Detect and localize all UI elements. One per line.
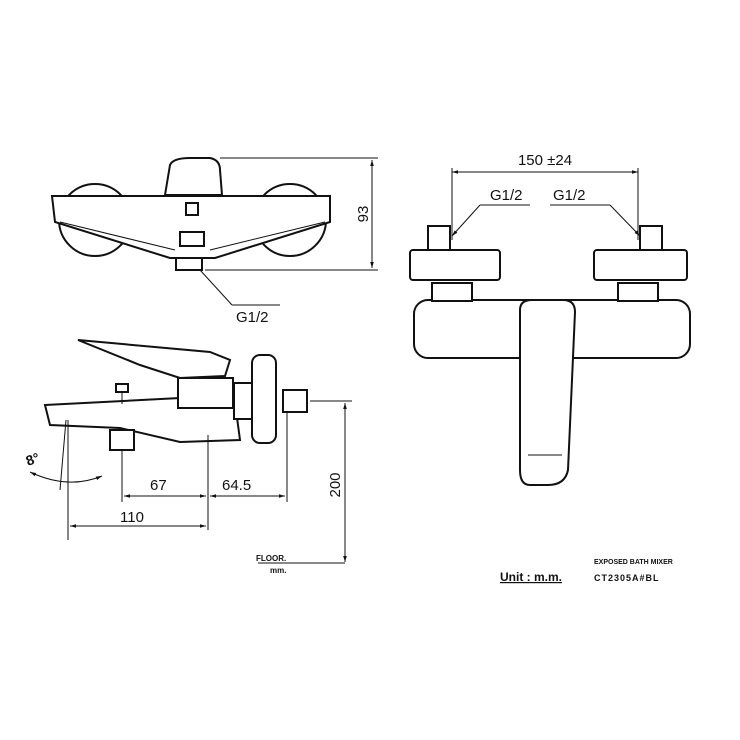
angle-label: 8° [24,449,42,469]
dim-spacing: 150 ±24 [518,152,572,169]
top-view [50,157,378,306]
left-inlet-label: G1/2 [490,187,523,204]
dim-67: 67 [150,477,167,494]
floor-unit: mm. [270,566,286,575]
dim-200: 200 [327,472,344,497]
dim-64-5: 64.5 [222,477,251,494]
unit-label: Unit : m.m. [500,570,562,584]
side-view [29,339,352,564]
model-number: CT2305A#BL [594,573,660,583]
top-inlet-label: G1/2 [236,309,269,326]
front-view [409,168,691,486]
dim-110: 110 [120,509,144,526]
dim-93: 93 [355,206,372,223]
floor-label: FLOOR. [256,554,286,563]
right-inlet-label: G1/2 [553,187,586,204]
product-name: EXPOSED BATH MIXER [594,559,673,566]
